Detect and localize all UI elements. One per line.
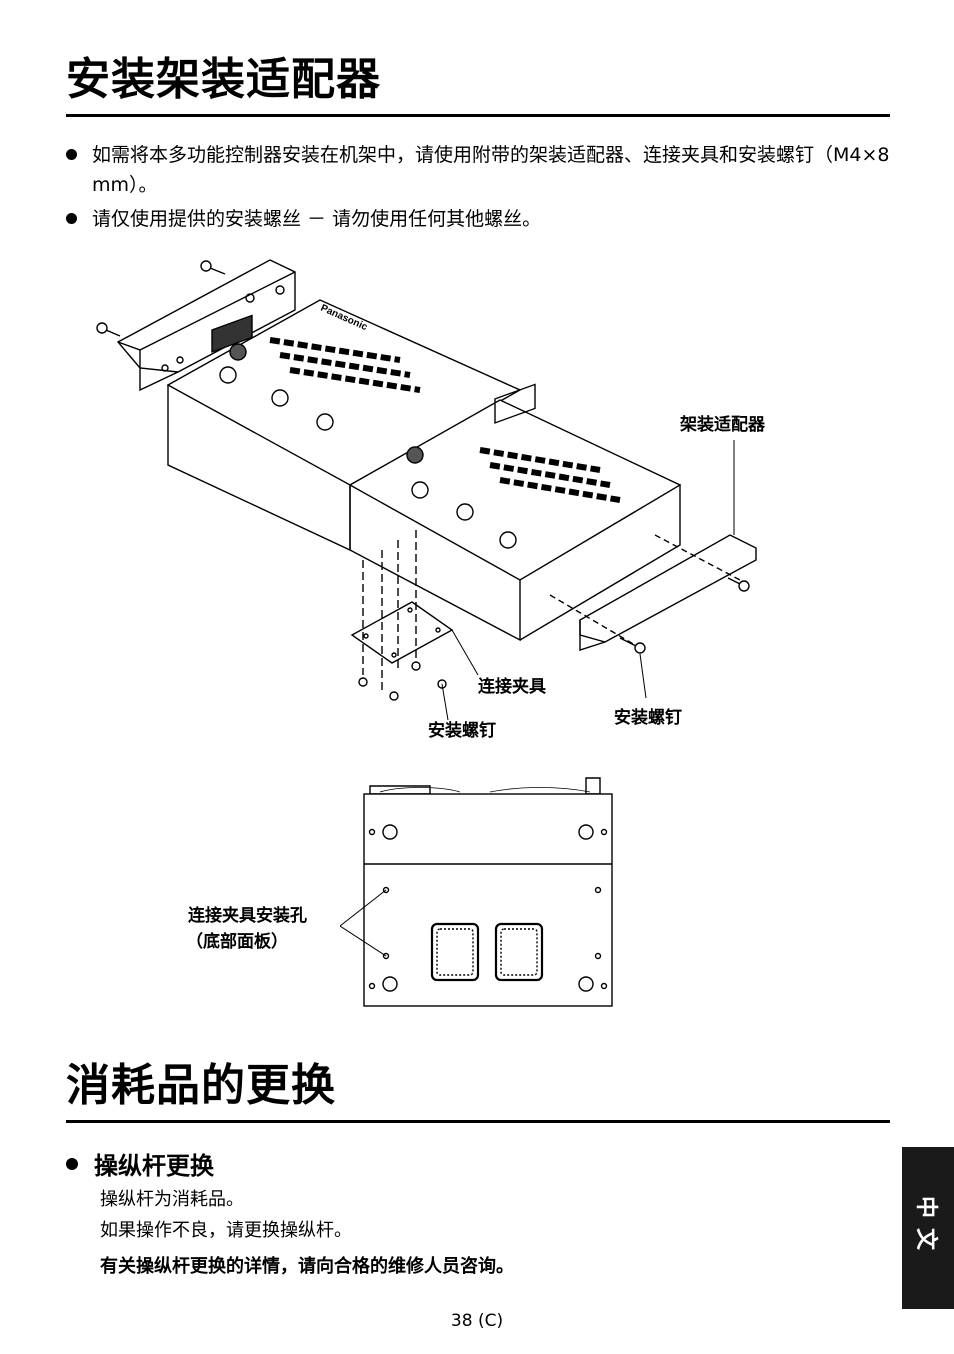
language-tab-label: 中文 [913,1195,939,1261]
rack-mount-exploded-diagram: Panasonic [96,259,757,721]
right-rack-adapter-drawing [579,534,757,651]
bottom-panel-label: （底部面板） [186,932,288,952]
rack-adapter-label: 架装适配器 [680,415,765,435]
connection-bracket-drawing [350,601,454,664]
screw-icon [727,577,750,592]
bullet-icon [66,149,77,160]
instruction-text: 请仅使用提供的安装螺丝 － 请勿使用任何其他螺丝。 [92,208,542,230]
mount-screw-label-left: 安装螺钉 [428,721,496,741]
title-rule [66,1120,890,1123]
instruction-item: 请仅使用提供的安装螺丝 － 请勿使用任何其他螺丝。 [66,204,896,234]
left-rack-adapter-drawing [116,259,296,392]
instruction-item: 如需将本多功能控制器安装在机架中，请使用附带的架装适配器、连接夹具和安装螺钉（M… [66,140,896,200]
joystick-replacement-heading: 操纵杆更换 [66,1146,214,1181]
page-number: 38 (C) [450,1311,504,1331]
service-note: 有关操纵杆更换的详情，请向合格的维修人员咨询。 [100,1256,514,1277]
bracket-hole-icon [382,952,390,960]
language-tab: 中文 [902,1147,954,1309]
screw-icon [200,260,226,275]
right-control-unit-drawing [348,383,682,642]
section-title-rack-mount: 安装架装适配器 [66,54,381,105]
bracket-hole-icon [382,886,390,894]
paragraph: 如果操作不良，请更换操纵杆。 [100,1220,352,1241]
bullet-icon [66,213,77,224]
connection-bracket-label: 连接夹具 [478,677,546,697]
bullet-icon [66,1158,78,1170]
title-rule [66,114,890,117]
instruction-list: 如需将本多功能控制器安装在机架中，请使用附带的架装适配器、连接夹具和安装螺钉（M… [66,140,896,238]
section-title-consumables: 消耗品的更换 [66,1060,336,1111]
bracket-hole-label: 连接夹具安装孔 [188,906,307,926]
screw-icon [96,322,121,337]
paragraph: 操纵杆为消耗品。 [100,1189,244,1210]
mount-screw-label-right: 安装螺钉 [614,708,682,728]
bottom-panel-diagram [340,777,613,1007]
screw-icon [358,661,447,701]
instruction-text: 如需将本多功能控制器安装在机架中，请使用附带的架装适配器、连接夹具和安装螺钉（M… [92,144,890,196]
screw-icon [619,637,646,654]
